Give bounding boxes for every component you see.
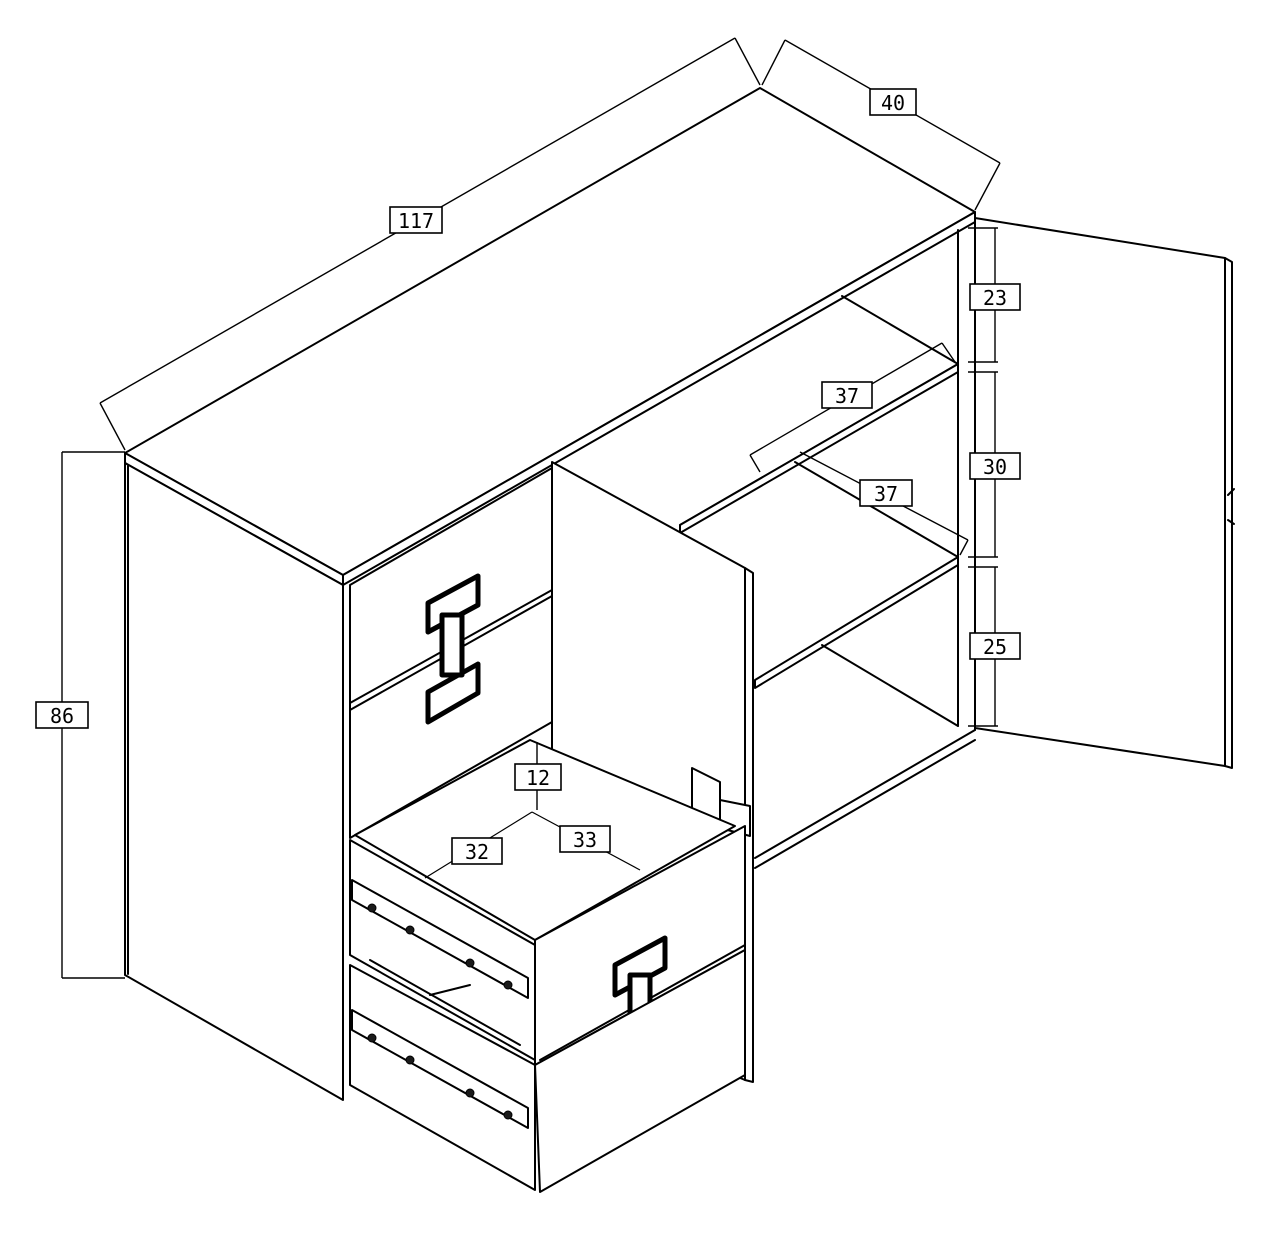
bottom-frame-edge: [754, 729, 976, 859]
drawer-top-interior: [354, 739, 736, 941]
dimension-text-33: 33: [573, 828, 597, 852]
drawer-top-rail: [351, 879, 529, 999]
shelf-compartment: [679, 295, 959, 727]
dimension-label-37-width: 37: [821, 381, 873, 409]
dimension-label-12: 12: [514, 763, 562, 791]
dimension-label-30: 30: [969, 452, 1021, 480]
dimension-label-32: 32: [451, 837, 503, 865]
dimension-label-33: 33: [559, 825, 611, 853]
dimension-text-23: 23: [983, 286, 1007, 310]
upper-drawer-handle: [425, 573, 481, 725]
dimension-text-30: 30: [983, 455, 1007, 479]
dimension-text-32: 32: [465, 840, 489, 864]
drawer-bottom-rail: [351, 1009, 529, 1129]
dimension-text-25: 25: [983, 635, 1007, 659]
drawer-bottom-front: [534, 949, 746, 1193]
dimension-label-23: 23: [969, 283, 1021, 311]
lower-shelf: [754, 556, 959, 689]
right-door: [974, 217, 1235, 769]
dimension-text-117: 117: [398, 209, 434, 233]
dimension-label-86: 86: [35, 701, 89, 729]
dimension-text-37-depth: 37: [874, 482, 898, 506]
left-side-panel: [124, 462, 344, 1101]
dimension-text-40: 40: [881, 91, 905, 115]
dimension-label-40: 40: [869, 88, 917, 116]
cabinet-body: [124, 87, 976, 1101]
dimension-text-37-width: 37: [835, 384, 859, 408]
dimension-text-12: 12: [526, 766, 550, 790]
dimension-text-86: 86: [50, 704, 74, 728]
open-drawer-bottom: [349, 949, 746, 1193]
dimension-label-37-depth: 37: [859, 479, 913, 507]
dimension-label-25: 25: [969, 632, 1021, 660]
open-drawer-top: [349, 739, 746, 1085]
upper-drawer-front: [349, 467, 553, 839]
dimension-label-117: 117: [389, 206, 443, 234]
middle-shelf: [679, 363, 959, 534]
